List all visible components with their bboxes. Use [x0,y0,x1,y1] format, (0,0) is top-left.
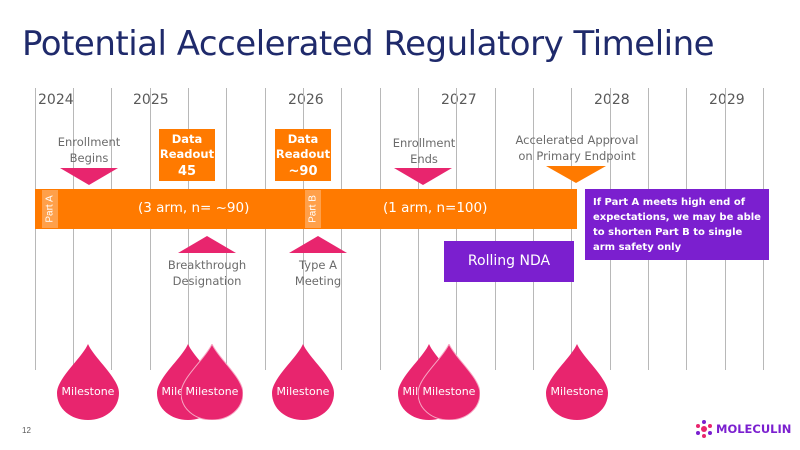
page-number: 12 [22,426,31,435]
type-a-marker [289,236,347,253]
gridline [188,88,189,370]
year-2028: 2028 [594,92,630,108]
rolling-nda-box: Rolling NDA [444,241,574,282]
part-a-tag: Part A [42,190,58,228]
data-readout-45-label: Data Readout [159,132,215,161]
milestone-label: Milestone [422,385,476,398]
year-2026: 2026 [288,92,324,108]
data-readout-90-number: ~90 [288,164,318,179]
milestone-drop: Milestone [272,344,334,420]
logo-text: MOLECULIN [716,422,792,436]
breakthrough-designation-label: Breakthrough Designation [167,258,247,288]
gridline [495,88,496,370]
year-2027: 2027 [441,92,477,108]
enrollment-begins-label: Enrollment Begins [57,135,121,165]
type-a-meeting-label: Type A Meeting [294,258,342,288]
part-a-description: (3 arm, n= ~90) [138,200,250,216]
milestone-drop: Milestone [181,344,243,420]
part-b-description: (1 arm, n=100) [383,200,488,216]
gridline [150,88,151,370]
accelerated-approval-marker [546,166,606,183]
gridline [380,88,381,370]
gridline [73,88,74,370]
enrollment-begins-marker [60,168,118,185]
data-readout-90-label: Data Readout [275,132,331,161]
year-2024: 2024 [38,92,74,108]
data-readout-45-number: 45 [177,164,197,179]
year-2029: 2029 [709,92,745,108]
gridline [418,88,419,370]
data-readout-90-box: Data Readout ~90 [275,129,331,181]
gridline [341,88,342,370]
gridline [111,88,112,370]
milestone-drop: Milestone [57,344,119,420]
slide-title: Potential Accelerated Regulatory Timelin… [22,24,715,64]
milestone-label: Milestone [185,385,239,398]
enrollment-ends-marker [394,168,452,185]
milestone-drop: Milestone [546,344,608,420]
accelerated-approval-label: Accelerated Approval on Primary Endpoint [515,133,639,163]
gridline [303,88,304,370]
molecule-icon [696,420,712,438]
milestone-label: Milestone [276,385,330,398]
data-readout-45-box: Data Readout 45 [159,129,215,181]
gridline [35,88,36,370]
milestone-label: Milestone [550,385,604,398]
milestone-label: Milestone [61,385,115,398]
part-a-expectation-note: If Part A meets high end of expectations… [585,189,769,260]
gridline [571,88,572,370]
part-b-tag: Part B [305,190,321,228]
gridline [533,88,534,370]
milestone-drop: Milestone [418,344,480,420]
gridline [226,88,227,370]
gridline [456,88,457,370]
gridline [265,88,266,370]
enrollment-ends-label: Enrollment Ends [392,136,456,166]
breakthrough-marker [178,236,236,253]
